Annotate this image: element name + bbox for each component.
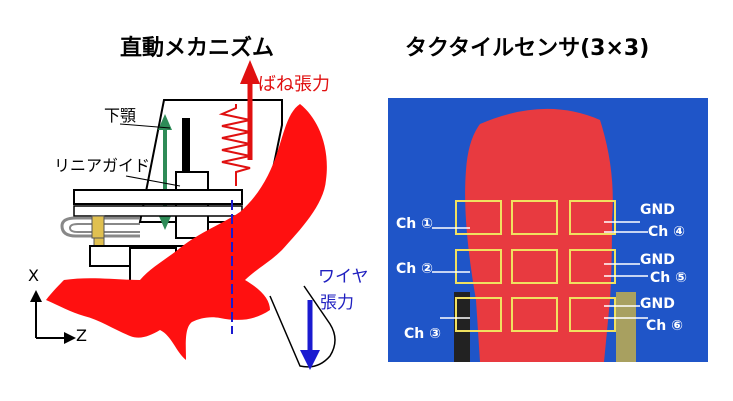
tongue xyxy=(46,104,327,360)
linear-guide-label: リニアガイド xyxy=(54,156,151,175)
sensor-cell-r1c1 xyxy=(455,200,502,235)
linear-guide-carriage xyxy=(73,189,243,205)
sensor-cell-r1c3 xyxy=(569,200,616,235)
wire-tension-label-line1: ワイヤ xyxy=(318,267,369,287)
gnd-label-3: GND xyxy=(640,296,675,312)
wire-tension-label-line2: 張力 xyxy=(320,293,354,313)
wire-loop xyxy=(269,285,336,368)
channel-4-label: Ch ④ xyxy=(648,224,685,240)
guide-rail-top xyxy=(182,118,190,220)
wire-tension-arrowhead xyxy=(300,350,320,370)
axis-x-label: X xyxy=(28,266,39,285)
bracket-clip-2 xyxy=(93,237,105,247)
jaw-arrow-up xyxy=(158,114,172,130)
channel-6-label: Ch ⑥ xyxy=(646,318,683,334)
spring xyxy=(218,104,251,186)
spring-force-label: ばね張力 xyxy=(258,74,330,95)
spring-force-arrowhead xyxy=(240,60,260,84)
carriage-lower xyxy=(73,205,243,217)
bracket-clip xyxy=(91,215,105,239)
sensor-cell-r1c2 xyxy=(511,200,558,235)
photo-right-wires xyxy=(616,292,636,362)
sensor-cell-r3c1 xyxy=(455,297,502,332)
gnd-label-2: GND xyxy=(640,252,675,268)
sensor-tongue xyxy=(465,108,613,362)
coil-inner xyxy=(68,223,140,233)
axis-x-arrowhead xyxy=(30,290,42,302)
guide-leader xyxy=(125,175,181,187)
mechanism-title: 直動メカニズム xyxy=(120,36,275,61)
sensor-cell-r2c2 xyxy=(511,249,558,284)
sensor-title: タクタイルセンサ(3×3) xyxy=(405,36,650,61)
channel-2-label: Ch ② xyxy=(396,261,433,277)
axis-z-label: Z xyxy=(76,326,87,345)
jaw-label: 下顎 xyxy=(104,106,137,125)
coil-bracket xyxy=(60,216,140,238)
channel-3-label: Ch ③ xyxy=(404,326,441,342)
gnd-label-1: GND xyxy=(640,202,675,218)
jaw-leader xyxy=(119,123,171,129)
jaw-arrow-down xyxy=(158,214,172,230)
axis-z-arrowhead xyxy=(64,332,76,344)
channel-leaders xyxy=(432,221,648,319)
sensor-grid xyxy=(455,200,616,332)
sensor-cell-r2c3 xyxy=(569,249,616,284)
sensor-cell-r2c1 xyxy=(455,249,502,284)
photo-left-mount xyxy=(454,292,470,362)
sensor-cell-r3c2 xyxy=(511,297,558,332)
channel-1-label: Ch ① xyxy=(396,216,433,232)
sensor-cell-r3c3 xyxy=(569,297,616,332)
channel-5-label: Ch ⑤ xyxy=(650,270,687,286)
